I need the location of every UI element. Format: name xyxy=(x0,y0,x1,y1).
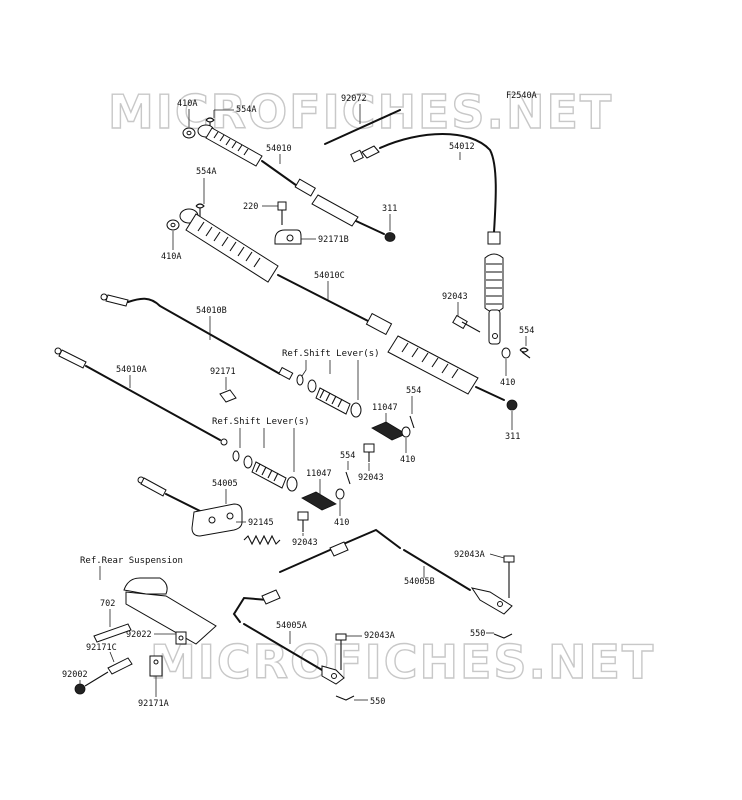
label-702: 702 xyxy=(100,599,115,609)
pin-92043a-upper xyxy=(503,555,515,598)
label-554-low: 554 xyxy=(340,451,355,461)
washer-410a-mid xyxy=(166,219,180,231)
label-54012: 54012 xyxy=(449,142,475,152)
label-554-mid: 554 xyxy=(406,386,421,396)
label-92072: 92072 xyxy=(341,94,367,104)
watermark-bottom: MICROFICHES.NET xyxy=(150,635,655,689)
label-554a-mid: 554A xyxy=(196,167,216,177)
label-54010: 54010 xyxy=(266,144,292,154)
label-92171: 92171 xyxy=(210,367,236,377)
pin-92043a-lower xyxy=(335,633,347,670)
label-92022: 92022 xyxy=(126,630,152,640)
pin-92043-right xyxy=(452,314,481,333)
cotter-pin-554-mid xyxy=(409,415,415,429)
joint-11047-upper xyxy=(371,421,407,441)
label-550-upper: 550 xyxy=(470,629,485,639)
label-92043-mid: 92043 xyxy=(358,473,384,483)
label-92043a-upper: 92043A xyxy=(454,550,485,560)
label-11047-lower: 11047 xyxy=(306,469,332,479)
clamp-92171c xyxy=(107,657,133,675)
clamp-92171b xyxy=(274,229,302,245)
label-410-right: 410 xyxy=(500,378,515,388)
label-550-lower: 550 xyxy=(370,697,385,707)
nut-311-top xyxy=(384,232,396,242)
label-410-mid: 410 xyxy=(400,455,415,465)
joint-11047-lower xyxy=(301,491,337,511)
figure-code: F2540A xyxy=(506,91,537,101)
label-92043-low: 92043 xyxy=(292,538,318,548)
label-54005a: 54005A xyxy=(276,621,307,631)
spring-set-lower xyxy=(232,450,298,492)
label-410-low: 410 xyxy=(334,518,349,528)
label-54005b: 54005B xyxy=(404,577,435,587)
cable-54005a xyxy=(232,589,345,685)
pin-92043-mid xyxy=(363,443,375,462)
cable-54005b xyxy=(279,528,513,615)
collar-92022 xyxy=(175,631,187,645)
label-311-top: 311 xyxy=(382,204,397,214)
label-554-right: 554 xyxy=(519,326,534,336)
spring-set-upper xyxy=(296,374,362,418)
washer-410-low xyxy=(335,488,345,500)
clamp-92171 xyxy=(219,389,237,403)
label-92171a: 92171A xyxy=(138,699,169,709)
clip-550-lower xyxy=(335,695,355,701)
cable-54012 xyxy=(350,133,504,345)
ref-rear-suspension: Ref.Rear Suspension xyxy=(80,556,183,566)
cable-54010b xyxy=(100,293,294,381)
label-92145: 92145 xyxy=(248,518,274,528)
label-92002: 92002 xyxy=(62,670,88,680)
cotter-pin-554-right xyxy=(519,347,531,359)
label-220: 220 xyxy=(243,202,258,212)
label-92043-right: 92043 xyxy=(442,292,468,302)
washer-410a-top xyxy=(182,127,196,139)
cable-54005 xyxy=(137,476,243,537)
bracket-92171a xyxy=(149,655,163,677)
label-54010b: 54010B xyxy=(196,306,227,316)
label-410a-mid: 410A xyxy=(161,252,181,262)
label-311-bottom: 311 xyxy=(505,432,520,442)
washer-410-mid xyxy=(401,426,411,438)
cable-54010c xyxy=(179,208,505,401)
label-54005: 54005 xyxy=(212,479,238,489)
ref-shift-lever-lower: Ref.Shift Lever(s) xyxy=(212,417,310,427)
label-554a-top: 554A xyxy=(236,105,256,115)
pin-92043-low xyxy=(297,511,309,532)
label-11047-upper: 11047 xyxy=(372,403,398,413)
label-54010a: 54010A xyxy=(116,365,147,375)
cable-54010a xyxy=(54,347,228,446)
label-410a-top: 410A xyxy=(177,99,197,109)
label-92043a-lower: 92043A xyxy=(364,631,395,641)
washer-410-right xyxy=(501,347,511,359)
rod-92072 xyxy=(324,109,401,145)
bolt-220 xyxy=(277,201,287,225)
clip-550-upper xyxy=(493,633,513,639)
rear-suspension-arm xyxy=(123,577,217,645)
label-92171b: 92171B xyxy=(318,235,349,245)
label-92171c: 92171C xyxy=(86,643,117,653)
cotter-pin-554-low xyxy=(345,471,351,485)
cable-54010 xyxy=(197,124,385,235)
ref-shift-lever-upper: Ref.Shift Lever(s) xyxy=(282,349,380,359)
nut-311-bottom xyxy=(506,399,518,411)
rod-702 xyxy=(93,623,132,643)
spring-92145 xyxy=(243,534,281,546)
label-54010c: 54010C xyxy=(314,271,345,281)
